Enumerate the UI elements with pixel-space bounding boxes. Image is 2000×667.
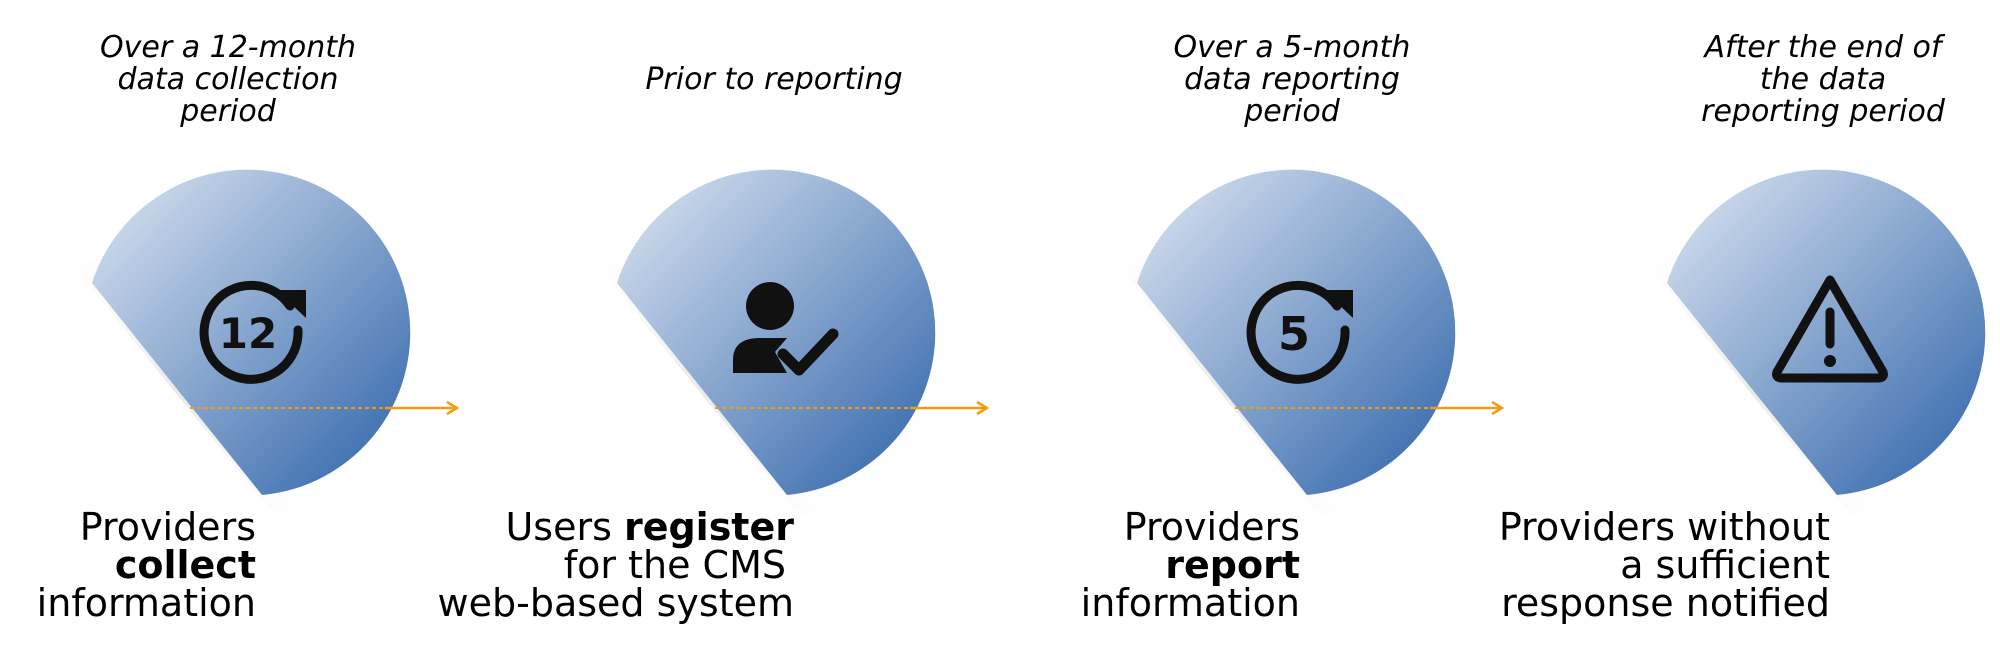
timing-line: data collection [117,62,339,97]
text-segment: Providers [1123,505,1300,549]
step-text-line: Providers without [1499,508,1830,546]
step-text-line: information [1080,581,1300,625]
step-3-timing: Over a 5-month data reporting period [1132,32,1452,128]
timing-line: period [180,94,276,129]
timing-line: Prior to reporting [645,62,903,97]
step-1-text: Providers collect information [37,508,256,622]
step-text-line: Providers [37,508,256,546]
user-check-icon [733,282,839,376]
timing-line: reporting period [1701,94,1945,129]
step-text-line: web-based system [437,581,794,625]
step-1-arrowhead [446,400,460,416]
step-text-line: report [1081,546,1300,584]
step-3-shape [1085,169,1505,550]
step-text-line: collect [37,546,256,584]
text-segment: a sufficient [1620,543,1830,587]
step-1-timing: Over a 12-month data collection period [68,32,388,128]
step-4-timing: After the end of the data reporting peri… [1663,32,1983,128]
timing-line: period [1244,94,1340,129]
warning-triangle-icon [1772,275,1888,383]
five-month-refresh-icon: 5 [1246,280,1353,384]
step-2-text: Users register for the CMS web-based sys… [438,508,794,622]
step-1-circle [92,169,411,495]
step-4-text: Providers without a sufficient response … [1499,508,1830,622]
step-text-line: for the CMS [438,546,794,584]
text-segment: Providers [79,505,256,549]
step-2-timing: Prior to reporting [614,64,934,96]
timing-line: After the end of [1704,30,1942,65]
step-text-line: Providers [1081,508,1300,546]
text-segment-bold: report [1165,543,1300,587]
text-segment: Providers without [1498,505,1830,549]
step-2-shape [565,169,990,550]
text-segment-bold: register [623,505,794,549]
step-1-shape [40,169,460,550]
step-text-line: response notified [1501,581,1830,625]
timing-line: data reporting [1184,62,1400,97]
text-segment: for the CMS [563,543,786,587]
text-segment-bold: collect [114,543,256,587]
twelve-month-refresh-icon: 12 [199,280,306,384]
text-segment: Users [505,505,624,549]
step-2-circle [617,169,936,495]
icon-number: 12 [219,309,277,358]
step-3-circle [1137,169,1456,495]
timing-line: Over a 12-month [100,30,356,65]
step-2-arrowhead [976,400,990,416]
step-text-line: information [36,581,256,625]
step-3-text: Providers report information [1081,508,1300,622]
timing-line: Over a 5-month [1173,30,1411,65]
step-3-arrowhead [1491,400,1505,416]
timing-line: the data [1759,62,1887,97]
icon-number: 5 [1278,307,1310,361]
step-text-line: a sufficient [1499,546,1830,584]
step-text-line: Users register [438,508,794,546]
